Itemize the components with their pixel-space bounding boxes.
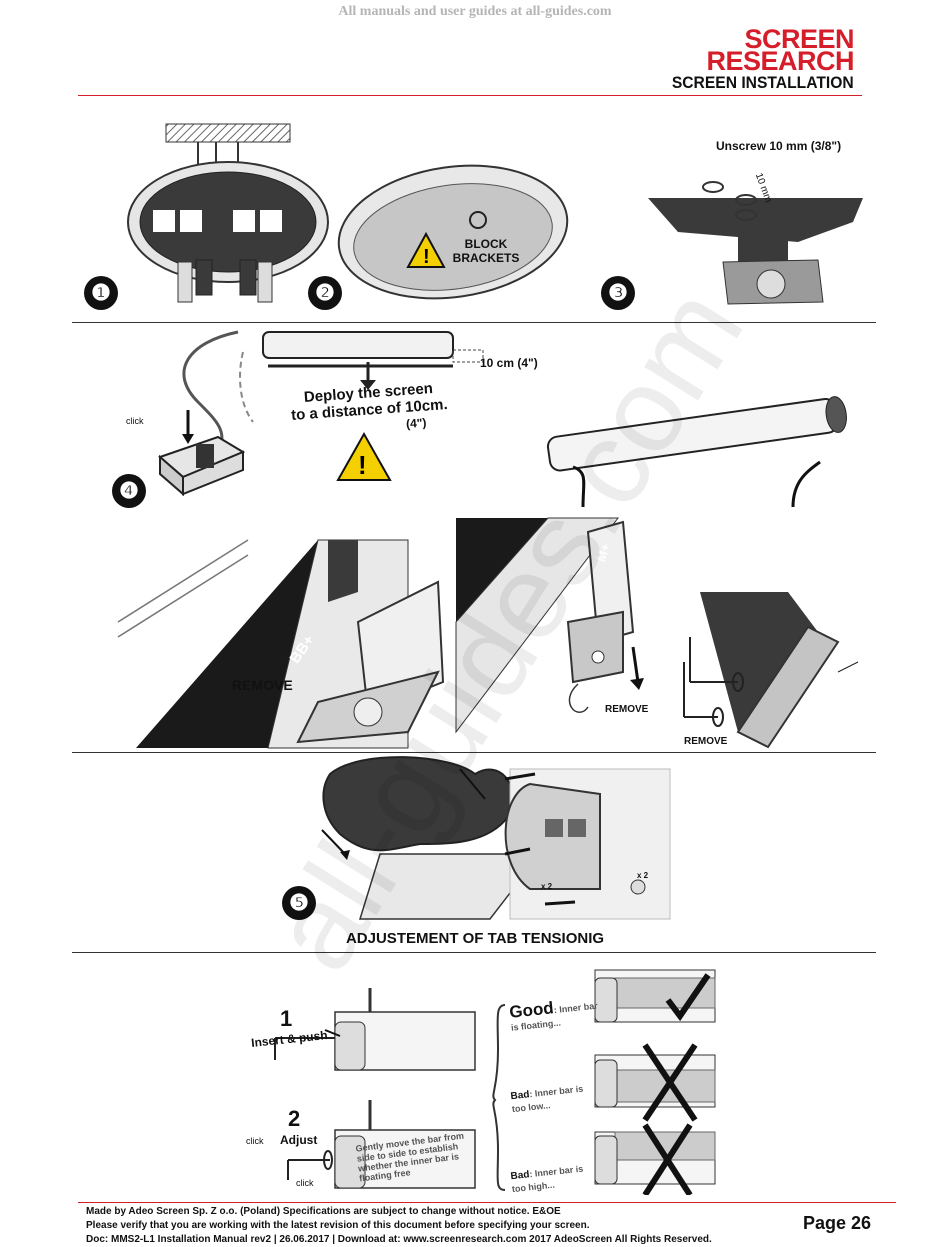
x2-label-2: x 2 (637, 871, 649, 880)
deploy-line-3: (4") (405, 415, 427, 431)
x2-label-1: x 2 (541, 882, 553, 891)
step-1-number: ❶ (84, 276, 118, 310)
unscrew-label: Unscrew 10 mm (3/8") (716, 139, 842, 153)
brand-line1: SCREEN (744, 24, 854, 54)
footer-line-1: Made by Adeo Screen Sp. Z o.o. (Poland) … (86, 1206, 561, 1217)
footer-line-3: Doc: MMS2-L1 Installation Manual rev2 | … (86, 1234, 712, 1245)
divider-3 (72, 952, 876, 953)
svg-text:!: ! (358, 450, 367, 480)
remove-label-2: REMOVE (605, 704, 649, 715)
deploy-instruction: Deploy the screen to a distance of 10cm.… (291, 379, 449, 440)
header-rule (78, 95, 862, 96)
section-heading: SCREEN INSTALLATION (672, 73, 854, 92)
step3-drawing (648, 151, 863, 305)
distance-label: 10 cm (4") (480, 356, 538, 370)
footer-rule (78, 1202, 896, 1203)
adjust-click-2: click (296, 1178, 314, 1188)
remove-brackets-illustration (117, 517, 859, 749)
bad-high-head: Bad (510, 1169, 531, 1183)
click-label: click (126, 416, 144, 426)
tension-title: ADJUSTEMENT OF TAB TENSIONIG (345, 930, 605, 947)
steps-1-3-illustration: ! (127, 123, 863, 305)
step-3-number: ❸ (601, 276, 635, 310)
step-4-number: ❹ (112, 474, 146, 508)
step1-drawing (127, 123, 329, 303)
step-5-illustration (321, 756, 671, 920)
tension-step-2: 2 (288, 1106, 301, 1131)
step-2-number: ❷ (308, 276, 342, 310)
footer-line-2: Please verify that you are working with … (86, 1220, 590, 1231)
divider-1 (72, 322, 876, 323)
brand-logo: SCREEN RESEARCH SCREEN INSTALLATION (656, 24, 854, 94)
block-brackets-label: BLOCK BRACKETS (452, 237, 520, 265)
top-watermark: All manuals and user guides at all-guide… (338, 4, 612, 19)
brand-line2: RESEARCH (706, 46, 854, 76)
page-number: Page 26 (802, 1213, 871, 1233)
divider-2 (72, 752, 876, 753)
footer-text: Made by Adeo Screen Sp. Z o.o. (Poland) … (86, 1205, 712, 1247)
tension-illustration (274, 969, 716, 1195)
svg-text:!: ! (423, 246, 430, 268)
bad-low-head: Bad (510, 1089, 531, 1103)
adjust-label: Adjust (280, 1133, 318, 1147)
tension-step-1: 1 (280, 1006, 293, 1031)
step-5-number: ❺ (282, 886, 316, 920)
adjust-click-1: click (246, 1136, 264, 1146)
remove-label-3: REMOVE (684, 736, 728, 747)
step2-drawing: ! (337, 164, 569, 300)
step-4-illustration: ! (158, 330, 847, 508)
remove-label-1: REMOVE (232, 677, 293, 693)
